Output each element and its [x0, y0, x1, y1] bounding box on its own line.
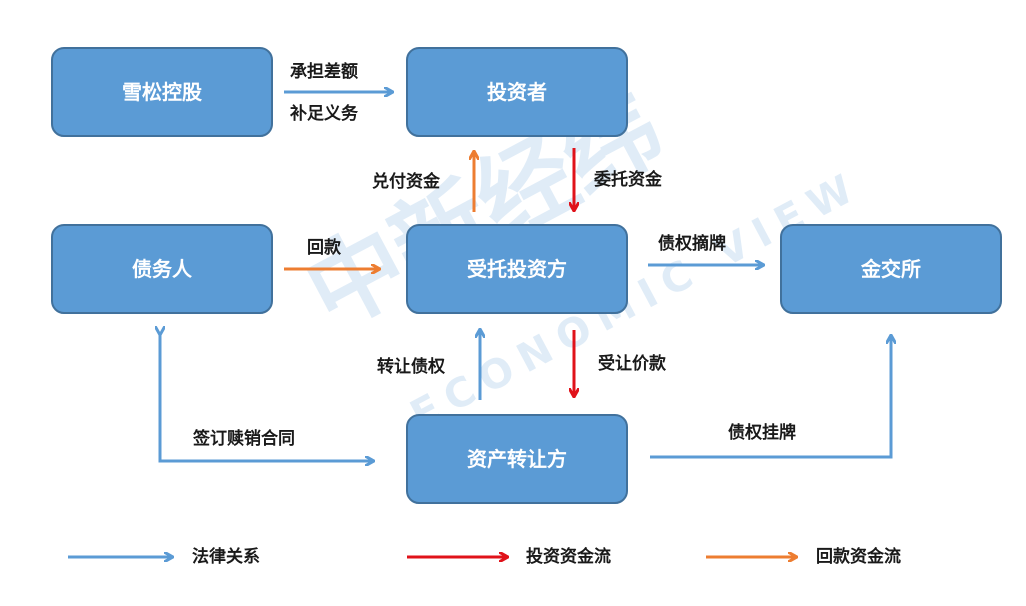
- node-exchange: 金交所: [780, 224, 1002, 314]
- edge-label-duifu: 兑付资金: [372, 171, 441, 192]
- edge-label-zhuanrang: 转让债权: [377, 356, 446, 377]
- node-label: 债务人: [132, 257, 193, 281]
- edge-label-chengdan-1: 承担差额: [290, 61, 358, 82]
- legend-label-repay: 回款资金流: [816, 546, 901, 567]
- edge-label-huikuan: 回款: [307, 237, 342, 258]
- edge-label-chengdan-2: 补足义务: [289, 103, 359, 124]
- node-investor: 投资者: [406, 47, 628, 137]
- arrow-qianding: [160, 334, 373, 461]
- node-label: 金交所: [860, 257, 921, 281]
- edge-label-zhaipai: 债权摘牌: [658, 233, 726, 254]
- node-label: 雪松控股: [122, 80, 202, 104]
- legend-label-legal: 法律关系: [192, 546, 260, 567]
- node-transferor: 资产转让方: [406, 414, 628, 504]
- legend-label-invest: 投资资金流: [526, 546, 611, 567]
- arrow-guapai: [650, 336, 891, 459]
- node-label: 受托投资方: [467, 257, 567, 281]
- node-debtor: 债务人: [51, 224, 273, 314]
- node-trustee: 受托投资方: [406, 224, 628, 314]
- edge-label-weituo: 委托资金: [593, 169, 663, 190]
- legend: 法律关系 投资资金流 回款资金流: [68, 546, 901, 567]
- node-label: 资产转让方: [467, 447, 567, 471]
- node-label: 投资者: [487, 80, 547, 104]
- edge-label-guapai: 债权挂牌: [728, 422, 796, 443]
- node-xuesong: 雪松控股: [51, 47, 273, 137]
- edge-label-qianding: 签订赎销合同: [192, 428, 295, 449]
- edge-label-shourang: 受让价款: [598, 353, 667, 374]
